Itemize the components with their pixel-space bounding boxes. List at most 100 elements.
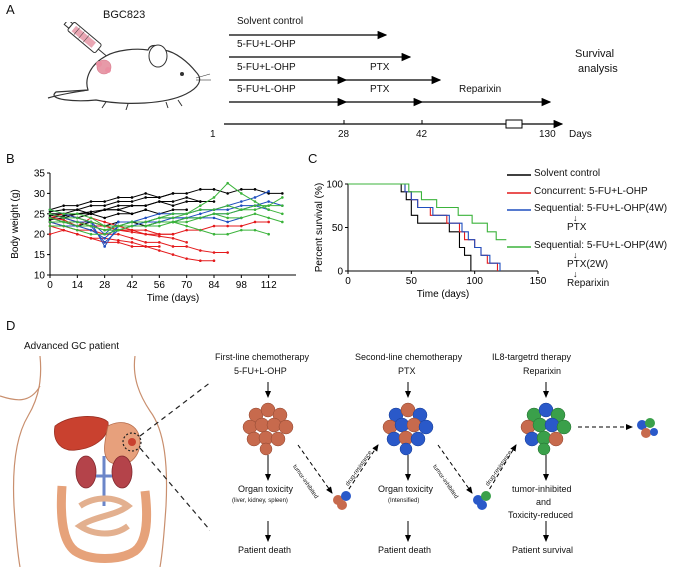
tick-day-42: 42 — [416, 129, 428, 140]
arm-2-label: 5-FU+L-OHP — [237, 39, 296, 50]
data-point — [117, 208, 120, 212]
data-point — [62, 212, 65, 216]
data-point — [267, 190, 270, 193]
data-point — [226, 181, 229, 185]
data-point — [267, 200, 270, 203]
col3-outcome: tumor-inhibited — [512, 484, 572, 494]
data-point — [103, 228, 106, 232]
col1-outcome: Organ toxicity — [238, 484, 294, 494]
data-point — [144, 241, 147, 244]
data-point — [212, 259, 216, 263]
treatment-flow-diagram — [242, 382, 658, 542]
data-point — [199, 249, 202, 252]
col2-detail: (Intensified) — [388, 498, 420, 504]
survival-legend-swatches — [507, 174, 531, 248]
data-point — [185, 224, 188, 228]
timeline-break — [505, 119, 523, 129]
data-point — [130, 204, 134, 207]
data-point — [62, 228, 65, 232]
data-point — [62, 224, 65, 228]
series-line-1 — [348, 183, 499, 271]
series-line-2 — [348, 183, 501, 271]
data-point — [212, 188, 216, 191]
col2-outcome: Organ toxicity — [378, 484, 434, 494]
y-tick-label: 10 — [34, 271, 46, 282]
arm-4-third: Reparixin — [459, 84, 502, 95]
data-point — [185, 220, 188, 224]
data-point — [171, 204, 175, 207]
data-point — [212, 200, 216, 203]
data-point — [199, 208, 202, 212]
data-point — [212, 232, 216, 236]
x-tick-label: 150 — [530, 276, 547, 287]
data-point — [267, 216, 270, 220]
data-point — [212, 196, 216, 199]
data-point — [185, 241, 188, 244]
data-point — [253, 196, 257, 199]
x-tick-label: 70 — [181, 280, 193, 291]
data-point — [171, 245, 175, 248]
y-tick-label: 50 — [332, 223, 344, 234]
tumor-cluster-small-1 — [333, 491, 351, 510]
tumor-cluster-small-2 — [473, 491, 491, 510]
data-point — [130, 212, 134, 216]
data-point — [103, 232, 106, 236]
x-axis-label: Time (days) — [147, 293, 199, 304]
tumor-icon — [96, 59, 112, 75]
data-point — [240, 192, 243, 195]
data-point — [253, 212, 257, 216]
x-tick-label: 0 — [47, 280, 53, 291]
panel-d-letter: D — [6, 318, 16, 333]
data-point — [117, 204, 120, 207]
data-point — [240, 228, 243, 232]
data-point — [240, 224, 243, 228]
data-point — [130, 245, 134, 248]
data-point — [158, 216, 161, 220]
tick-day-1: 1 — [210, 129, 216, 140]
data-point — [158, 212, 161, 216]
data-point — [89, 232, 93, 236]
data-point — [144, 216, 147, 220]
data-point — [62, 204, 65, 207]
data-point — [267, 220, 270, 224]
data-point — [130, 241, 134, 244]
col2-end: Patient death — [378, 545, 432, 555]
data-point — [62, 216, 65, 220]
data-point — [117, 224, 120, 228]
y-tick-label: 20 — [34, 230, 46, 241]
x-tick-label: 50 — [406, 276, 418, 287]
data-point — [226, 232, 229, 236]
legend-concurrent: Concurrent: 5-FU+L-OHP — [534, 186, 648, 197]
series-line-4 — [49, 192, 174, 211]
data-point — [117, 200, 120, 203]
data-point — [158, 249, 161, 252]
data-point — [48, 220, 52, 224]
survival-title-2: analysis — [578, 63, 618, 75]
col3-drug: Reparixin — [523, 366, 562, 376]
data-point — [171, 216, 175, 220]
data-point — [76, 232, 79, 236]
data-point — [144, 196, 147, 199]
data-point — [48, 210, 52, 214]
data-point — [226, 224, 229, 228]
data-point — [144, 245, 147, 248]
data-point — [76, 216, 79, 220]
data-point — [171, 220, 175, 224]
data-point — [212, 212, 216, 216]
data-point — [117, 239, 120, 242]
legend-sequential-2: Sequential: 5-FU+L-OHP(4W) — [534, 240, 668, 251]
data-point — [240, 208, 243, 212]
data-point — [199, 259, 202, 263]
col1-detail: (liver, kidney, spleen) — [232, 498, 288, 504]
cell-line-label: BGC823 — [103, 9, 146, 21]
data-point — [103, 236, 106, 240]
arm-1-label: Solvent control — [237, 16, 304, 27]
data-point — [144, 232, 147, 236]
data-point — [48, 208, 52, 212]
data-point — [103, 216, 106, 220]
data-point — [76, 212, 79, 216]
series-line-14 — [49, 201, 283, 248]
legend-seq2-reparixin: Reparixin — [567, 278, 610, 289]
data-point — [199, 204, 202, 207]
